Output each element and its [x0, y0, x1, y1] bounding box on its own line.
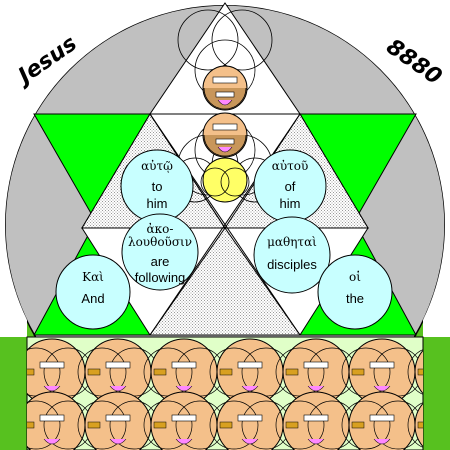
- english-disciples: disciples: [267, 257, 317, 272]
- dotted-triangle-bottom: [149, 227, 301, 336]
- corner-top-right: [225, 0, 450, 225]
- greek-are-following-1: ἀκο-: [147, 222, 174, 236]
- face-medallion-1: [202, 65, 248, 111]
- greek-are-following-2: λουθοῦσιν: [128, 235, 192, 249]
- greek-to-him: αὐτῷ: [141, 159, 173, 173]
- english-him-1: him: [147, 196, 168, 211]
- greek-and: Καὶ: [82, 270, 104, 284]
- english-the: the: [346, 291, 364, 306]
- face-medallion-2: [202, 112, 248, 158]
- greek-the: οἱ: [349, 269, 361, 284]
- english-are: are: [151, 254, 170, 269]
- greek-disciples: μαθηταὶ: [267, 235, 317, 249]
- mosaic-face-tile: [341, 391, 423, 450]
- english-of: of: [285, 179, 296, 194]
- word-bubble-are-following: [121, 213, 199, 291]
- face-mosaic: [27, 338, 423, 450]
- mosaic-face-tile: [77, 391, 159, 450]
- english-and: And: [81, 291, 104, 306]
- word-bubble-the: [317, 254, 393, 330]
- english-to: to: [152, 179, 163, 194]
- gold-circle: [202, 157, 248, 203]
- corner-mid-right: [423, 225, 450, 337]
- greek-of-him: αὐτοῦ: [272, 159, 309, 173]
- corner-mid-left: [0, 225, 27, 337]
- mosaic-face-tile: [407, 349, 423, 395]
- word-bubble-disciples: [253, 216, 331, 294]
- word-bubble-and: [55, 254, 131, 330]
- corner-top-left: [0, 0, 225, 225]
- gold-circle-lens: [200, 167, 250, 197]
- hex-line-b: [149, 113, 301, 336]
- english-him-2: him: [280, 196, 301, 211]
- mosaic-face-tile: [341, 338, 423, 406]
- mosaic-face-tile: [407, 402, 423, 448]
- mosaic-face-tile: [77, 338, 159, 406]
- english-following: following: [135, 270, 186, 285]
- mosaic-face-tile: [143, 391, 225, 450]
